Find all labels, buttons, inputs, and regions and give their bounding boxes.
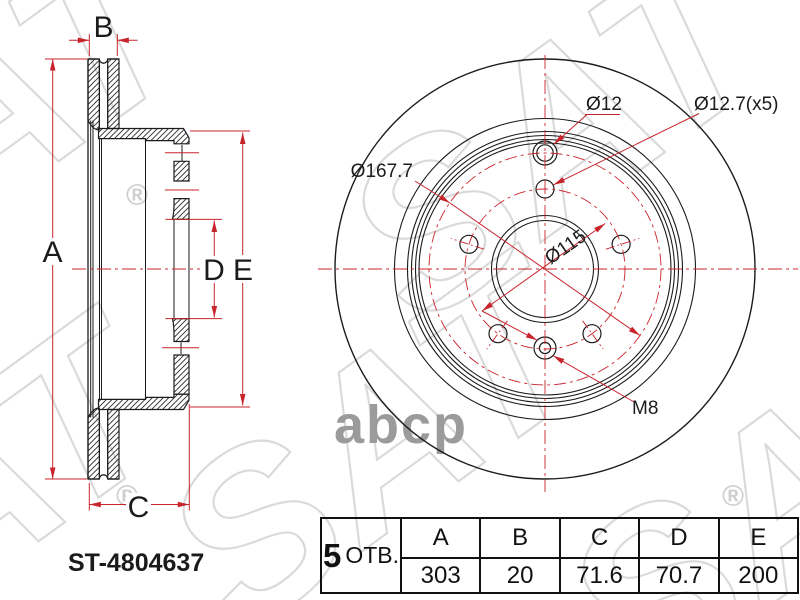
label-hole-top: Ø12 [586,94,622,115]
hat-flange-bottom [97,393,190,411]
bolt-hole [459,234,479,254]
label-service-circle: Ø167.7 [351,161,413,182]
bolt-hole [611,234,631,254]
dim-label-a: A [42,236,62,269]
part-number: ST-4804637 [68,549,204,577]
section-dimensions [45,34,250,511]
abcp-logo: abcp [334,395,468,455]
hub-wall-bot-mid [173,354,190,395]
section-outline-lines [87,58,119,480]
value-d: 70.7 [640,559,720,592]
registered-mark-icon: ® [722,480,744,513]
hub-wall-top-mid [173,160,190,182]
table-columns: A B C D E 303 20 71.6 70.7 200 [402,519,797,592]
col-header-b: B [481,519,561,557]
value-e: 200 [738,561,779,589]
registered-mark-icon: ® [126,179,148,212]
value-a: 303 [402,559,482,592]
section-dimension-labels: A B C D E [41,11,256,524]
dim-label-c: C [128,491,150,524]
dim-label-d: D [203,254,225,287]
holes-unit: ОТВ. [345,542,400,568]
dim-label-b: B [93,11,113,44]
label-service-thread: M8 [632,398,658,419]
pad-top-left [87,58,100,131]
hub-wall-top-low [171,198,190,220]
bolt-hole [582,324,602,344]
value-b: 20 [481,559,561,592]
dim-label-e: E [233,254,253,287]
front-view-dimension-lines [414,113,700,403]
pad-bottom-left [87,407,100,480]
bolt-hole [488,324,508,344]
pad-top-right [107,58,120,130]
label-bolt-holes: Ø12.7(x5) [694,94,778,115]
cross-section-view: A B C D E [41,11,256,524]
holes-count: 5 [322,537,342,574]
pad-bottom-right [107,408,120,480]
value-c: 71.6 [561,559,641,592]
hub-wall-bot-high [171,318,190,343]
col-header-c: C [561,519,641,557]
table-value-row: 303 20 71.6 70.7 200 [402,559,797,592]
table-header-row: A B C D E [402,519,797,559]
col-header-d: D [640,519,720,557]
section-hatched-areas [87,58,190,480]
col-header-e: E [750,524,767,551]
col-header-a: A [402,519,482,557]
hat-flange-top [97,127,190,145]
dimension-table: 5 ОТВ. A B C D E 303 20 71.6 70.7 200 [320,517,799,594]
front-view: Ø12 Ø12.7(x5) Ø167.7 Ø115 M8 [318,55,798,492]
holes-count-cell: 5 ОТВ. [322,519,402,592]
